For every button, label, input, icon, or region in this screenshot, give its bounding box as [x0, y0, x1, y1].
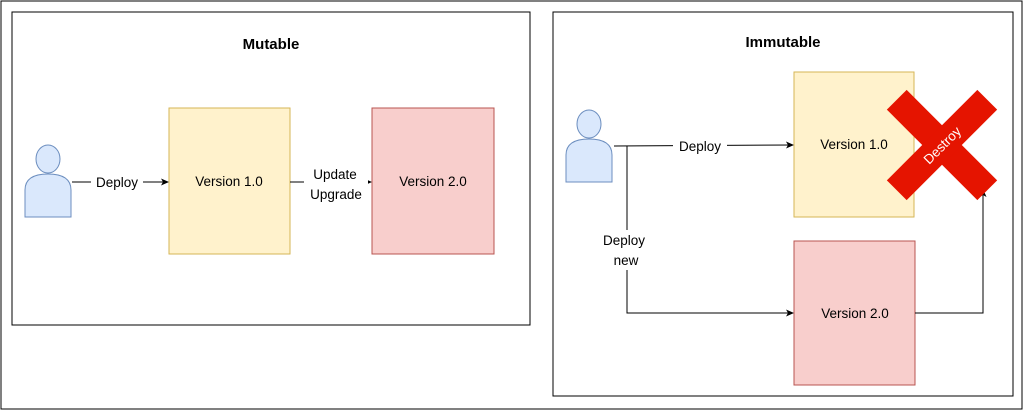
- immutable-deploy-label: Deploy: [679, 139, 721, 154]
- immutable-deploy-new-label-line1: Deploy: [603, 233, 645, 248]
- mutable-version-1-box: [168, 107, 291, 255]
- immutable-version-1-label: Version 1.0: [820, 137, 888, 152]
- mutable-version-2-label: Version 2.0: [399, 174, 467, 189]
- immutable-deploy-new-label-bg: [596, 230, 656, 270]
- immutable-panel: Immutable Version 1.0 Version 2.0 Deploy…: [552, 11, 1014, 397]
- immutable-panel-frame: [552, 11, 1014, 397]
- immutable-actor-person-icon: [565, 109, 613, 183]
- mutable-panel-title: Mutable: [243, 36, 300, 53]
- immutable-replace-arrow: [915, 189, 987, 314]
- mutable-update-label-line1: Update: [313, 167, 357, 182]
- destroy-x-icon: Destroy: [886, 89, 998, 201]
- immutable-deploy-new-label-line2: new: [614, 253, 639, 268]
- mutable-panel: Mutable Version 1.0 Version 2.0 Deploy U…: [11, 11, 531, 326]
- immutable-version-2-box: [793, 240, 916, 386]
- immutable-deploy-label-bg: [673, 136, 727, 156]
- mutable-version-2-box: [371, 107, 495, 255]
- immutable-version-1-box: [793, 71, 915, 218]
- mutable-update-label-line2: Upgrade: [310, 187, 362, 202]
- immutable-panel-title: Immutable: [745, 34, 820, 51]
- mutable-deploy-label: Deploy: [96, 175, 138, 190]
- mutable-actor-person-icon: [24, 144, 72, 218]
- immutable-version-2-label: Version 2.0: [821, 306, 889, 321]
- mutable-deploy-label-bg: [91, 172, 143, 192]
- immutable-deploy-new-arrow: [626, 146, 794, 317]
- mutable-version-1-label: Version 1.0: [195, 174, 263, 189]
- mutable-update-label-bg: [304, 163, 368, 205]
